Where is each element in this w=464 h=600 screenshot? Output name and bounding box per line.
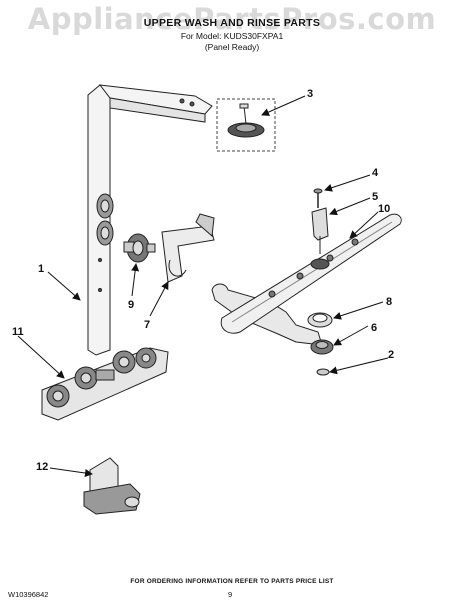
leader-lines: [17, 95, 389, 477]
fitting-drawing: [123, 233, 156, 263]
callout-12: 12: [36, 461, 48, 473]
page-number: 9: [228, 590, 233, 599]
document-number: W10396842: [8, 590, 49, 599]
callout-7: 7: [144, 319, 150, 331]
model-line: For Model: KUDS30FXPA1: [180, 31, 284, 41]
supply-tube-drawing: [87, 84, 213, 356]
bracket-drawing: [161, 213, 215, 283]
callout-1: 1: [38, 263, 44, 275]
watermark-logo: AppliancePartsPros.com: [27, 2, 437, 36]
rings-drawing: [307, 312, 334, 376]
ordering-info: FOR ORDERING INFORMATION REFER TO PARTS …: [130, 578, 334, 585]
spray-mount-drawing: [216, 98, 276, 152]
panel-line: (Panel Ready): [204, 42, 260, 52]
connector-drawing: [83, 457, 141, 515]
callout-9: 9: [128, 299, 134, 311]
callout-3: 3: [307, 88, 313, 100]
callout-10: 10: [378, 203, 390, 215]
callout-4: 4: [372, 167, 379, 179]
page-title: UPPER WASH AND RINSE PARTS: [143, 17, 321, 29]
callout-11: 11: [12, 326, 24, 338]
callout-6: 6: [371, 322, 377, 334]
callout-2: 2: [388, 349, 394, 361]
spray-arm-drawing: [211, 213, 402, 346]
callout-5: 5: [372, 191, 378, 203]
spray-manifold-drawing: [41, 347, 169, 421]
callout-8: 8: [386, 296, 392, 308]
screw-and-clip-drawing: [311, 188, 329, 254]
